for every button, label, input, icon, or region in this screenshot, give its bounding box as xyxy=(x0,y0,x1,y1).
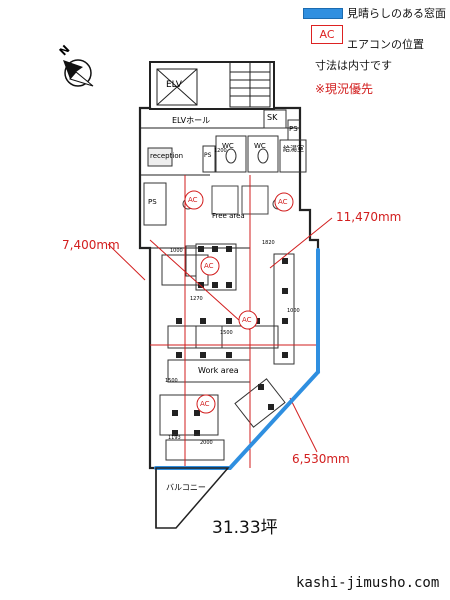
priority-note: ※現況優先 xyxy=(315,82,374,96)
dim-1270: 1270 xyxy=(190,296,203,302)
dim-1000: 1000 xyxy=(170,248,183,254)
room-elv: ELV xyxy=(166,80,182,90)
room-work-area: Work area xyxy=(198,366,239,375)
room-balcony: バルコニー xyxy=(166,483,206,492)
room-wc-right: WC xyxy=(254,142,266,150)
balcony xyxy=(155,467,230,529)
ac-legend-label: エアコンの位置 xyxy=(347,38,424,51)
room-kyuto: 給湯室 xyxy=(283,145,304,153)
dim-2000: 2000 xyxy=(200,440,213,446)
ac-label-5: AC xyxy=(200,400,210,408)
room-free-area: Free area xyxy=(212,212,245,220)
room-sk: SK xyxy=(267,113,278,122)
dim-1193: 1193 xyxy=(168,435,181,441)
dim-1500-b: 1500 xyxy=(165,378,178,384)
site-watermark: kashi-jimusho.com xyxy=(296,575,440,591)
dimension-note: 寸法は内寸です xyxy=(315,59,392,72)
ac-legend-symbol: AC xyxy=(311,25,343,44)
dimension-7400: 7,400mm xyxy=(62,238,120,252)
dim-1000-b: 1000 xyxy=(287,308,300,314)
floor-area: 31.33坪 xyxy=(212,518,278,538)
ac-units xyxy=(184,190,294,414)
dim-1820: 1820 xyxy=(262,240,275,246)
dimension-6530: 6,530mm xyxy=(292,452,350,466)
elevator-stair-block xyxy=(149,61,275,110)
room-reception: reception xyxy=(150,152,184,160)
north-arrow-icon xyxy=(63,59,94,87)
view-window-legend-label: 見晴らしのある窓面 xyxy=(347,7,446,20)
room-elv-hall: ELVホール xyxy=(172,116,211,125)
service-rooms xyxy=(143,109,307,226)
room-wc-left: WC xyxy=(222,142,234,150)
ac-label-3: AC xyxy=(204,262,214,270)
dim-1500-a: 1500 xyxy=(220,330,233,336)
room-ps-left: PS xyxy=(148,198,157,206)
ac-label-4: AC xyxy=(242,316,252,324)
room-ps-right: PS xyxy=(289,125,298,133)
dimension-11470: 11,470mm xyxy=(336,210,402,224)
ac-label-2: AC xyxy=(278,198,288,206)
view-window-legend-swatch xyxy=(303,8,343,19)
meeting-and-desks xyxy=(159,243,295,461)
dim-1200: 1200 xyxy=(214,148,227,154)
room-ps-mid: PS xyxy=(204,152,212,159)
ac-label-1: AC xyxy=(188,196,198,204)
